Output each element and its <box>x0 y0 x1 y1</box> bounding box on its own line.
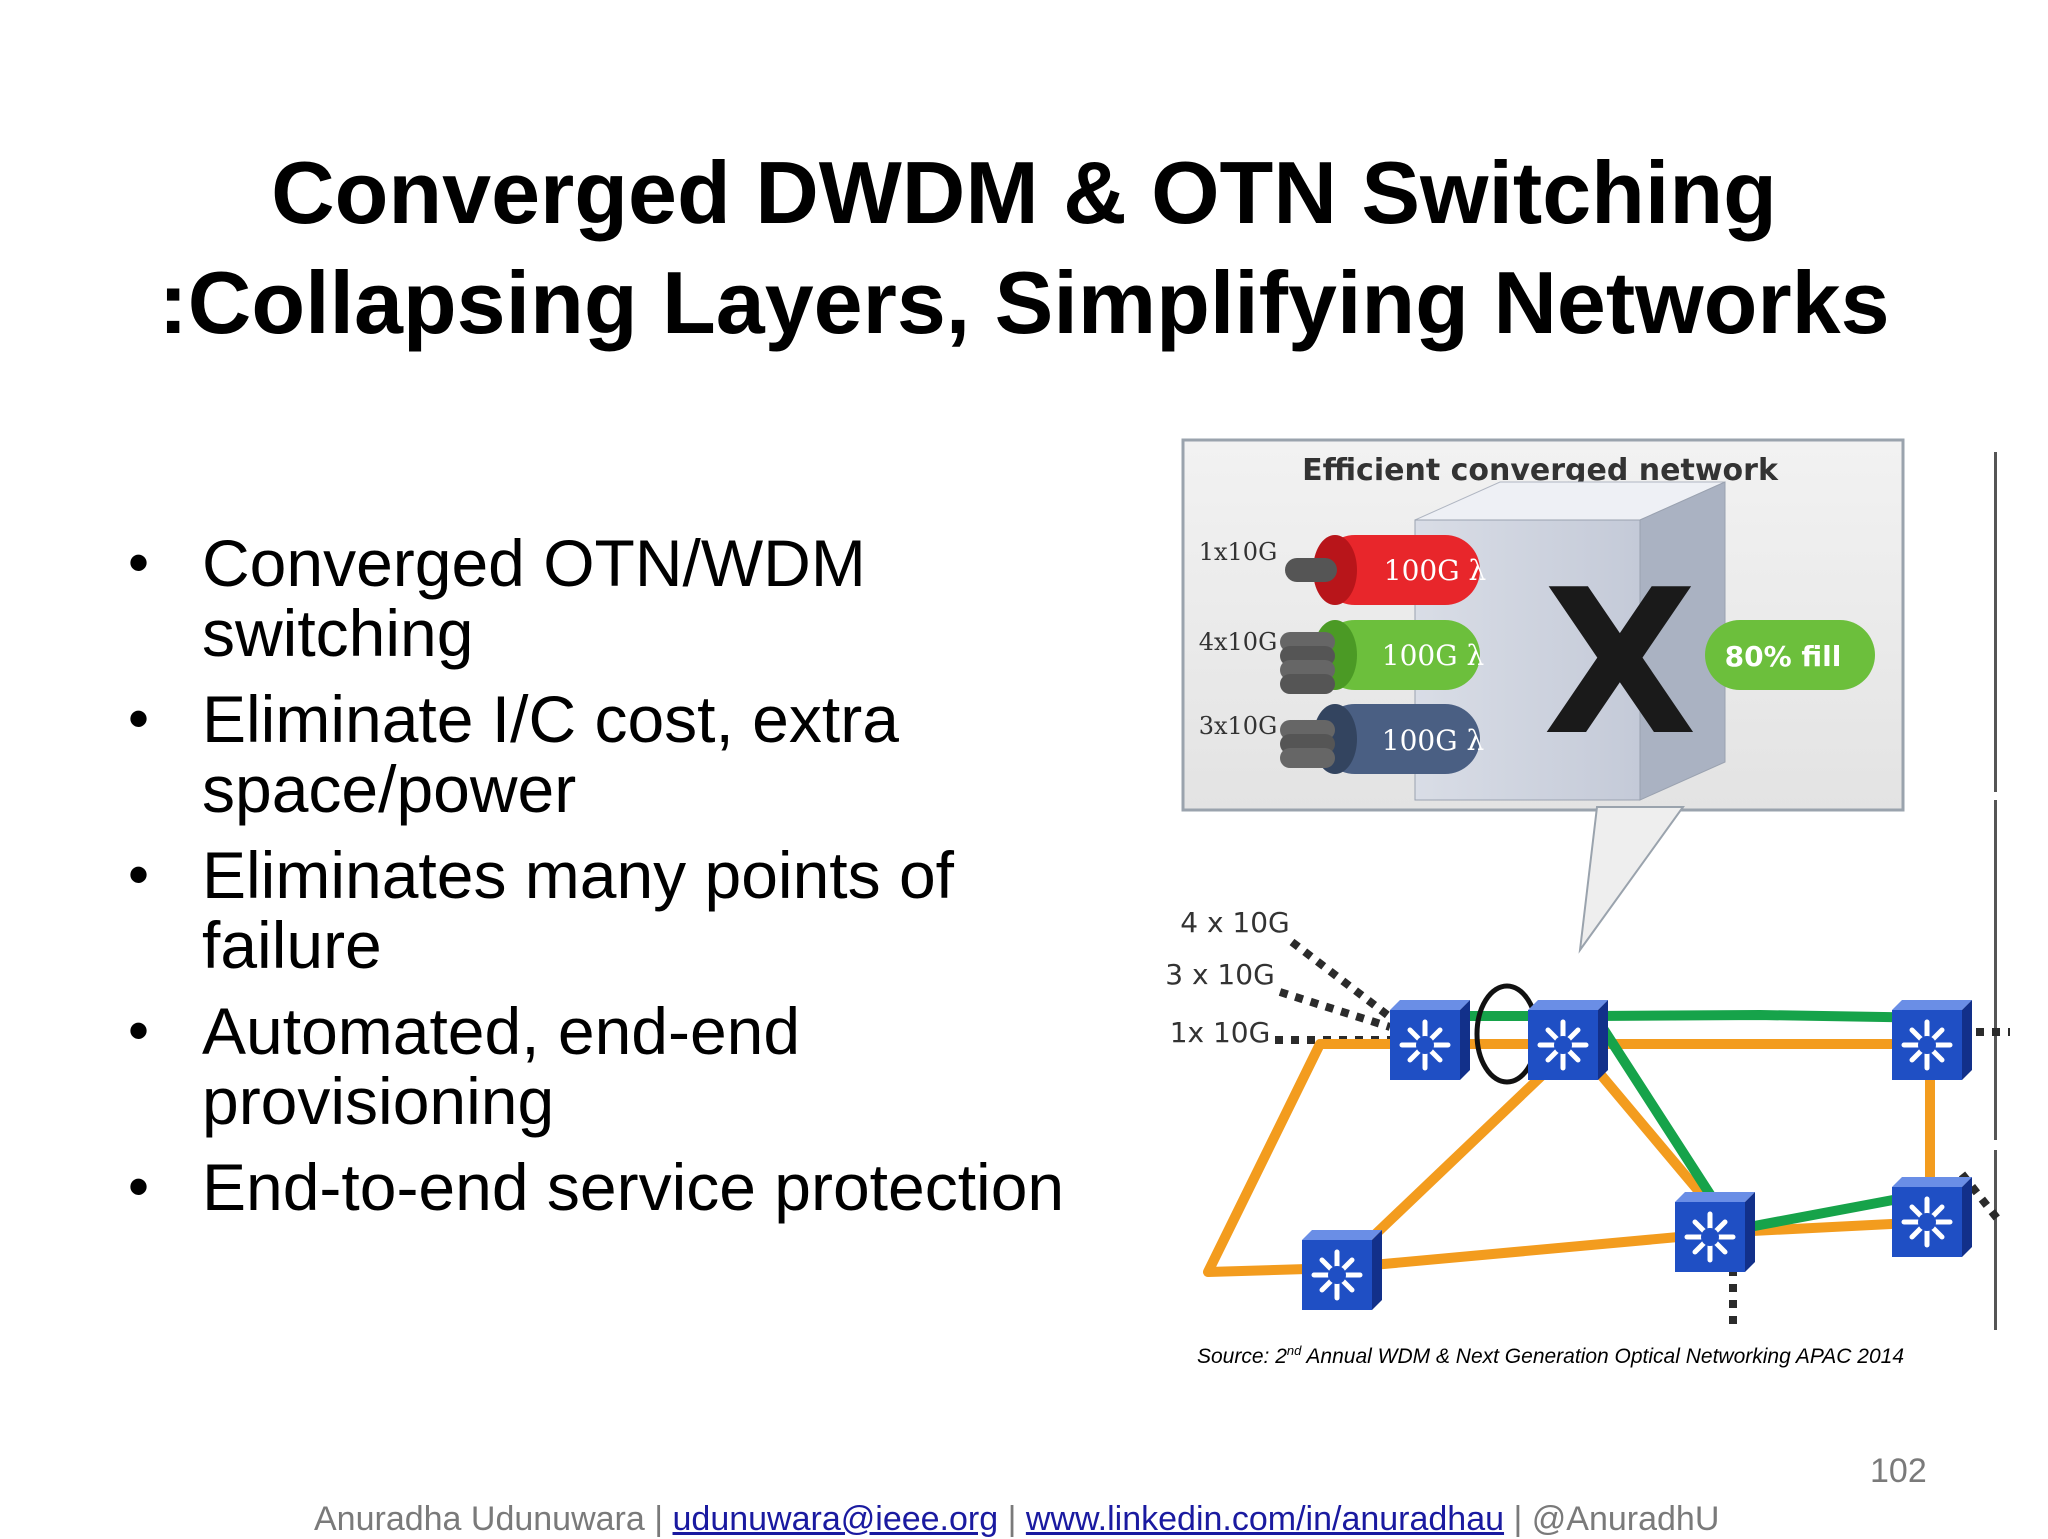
linkedin-link[interactable]: www.linkedin.com/in/anuradhau <box>1025 1500 1505 1538</box>
network-switch-icon <box>1892 1177 1972 1257</box>
bullet-item: • Automated, end-end provisioning <box>120 996 1160 1136</box>
divider <box>1994 1150 1997 1330</box>
bullet-line: provisioning <box>202 1064 555 1138</box>
divider <box>1994 800 1997 1140</box>
svg-text:100G λ: 100G λ <box>1384 554 1486 587</box>
bullet-dot: • <box>128 1153 150 1220</box>
footer: Anuradha Udunuwara | udunuwara@ieee.org … <box>314 1500 1720 1538</box>
bullet-item: • Converged OTN/WDM switching <box>120 528 1160 668</box>
network-switch-icon <box>1675 1192 1755 1272</box>
source-citation: Source: 2nd Annual WDM & Next Generation… <box>1197 1343 1905 1368</box>
bullet-line: Automated, end-end <box>202 994 801 1068</box>
bullet-dot: • <box>128 841 150 908</box>
bullet-line: space/power <box>202 752 577 826</box>
network-switch-icon <box>1302 1230 1382 1310</box>
output-fill-cylinder: 80% fill <box>1705 620 1875 690</box>
slide-title: Converged DWDM & OTN Switching :Collapsi… <box>0 138 2048 358</box>
network-switch-icon <box>1390 1000 1470 1080</box>
svg-text:80% fill: 80% fill <box>1725 640 1842 673</box>
bullet-dot: • <box>128 529 150 596</box>
bullet-dot: • <box>128 685 150 752</box>
client-label: 1x 10G <box>1170 1016 1271 1049</box>
footer-twitter: | @AnuradhU <box>1504 1500 1720 1538</box>
title-line-1: Converged DWDM & OTN Switching <box>271 143 1777 242</box>
svg-text:100G λ: 100G λ <box>1382 724 1484 757</box>
input-label: 4x10G <box>1199 628 1278 656</box>
bullet-line: Eliminates many points of <box>202 838 955 912</box>
switch-x-icon: X <box>1543 547 1697 780</box>
lambda-red-cylinder: 100G λ <box>1285 535 1486 605</box>
lambda-green-cylinder: 100G λ <box>1280 620 1484 694</box>
svg-text:100G λ: 100G λ <box>1382 639 1484 672</box>
bullet-line: failure <box>202 908 382 982</box>
client-label: 3 x 10G <box>1165 958 1275 991</box>
input-label: 1x10G <box>1199 538 1278 566</box>
bullet-dot: • <box>128 997 150 1064</box>
lambda-blue-cylinder: 100G λ <box>1280 704 1484 774</box>
bullet-line: Eliminate I/C cost, extra <box>202 682 899 756</box>
network-switch-icon <box>1892 1000 1972 1080</box>
bullet-line: Converged OTN/WDM <box>202 526 866 600</box>
bullet-list: • Converged OTN/WDM switching • Eliminat… <box>120 528 1160 1238</box>
bullet-item: • End-to-end service protection <box>120 1152 1160 1222</box>
client-label: 4 x 10G <box>1180 906 1290 939</box>
bullet-line: switching <box>202 596 474 670</box>
bullet-item: • Eliminate I/C cost, extra space/power <box>120 684 1160 824</box>
title-line-2: :Collapsing Layers, Simplifying Networks <box>158 253 1890 352</box>
bullet-item: • Eliminates many points of failure <box>120 840 1160 980</box>
network-switch-icon <box>1528 1000 1608 1080</box>
callout-pointer <box>1578 806 1685 954</box>
bullet-line: End-to-end service protection <box>202 1150 1065 1224</box>
email-link[interactable]: udunuwara@ieee.org <box>672 1500 999 1538</box>
footer-author: Anuradha Udunuwara | <box>314 1500 673 1538</box>
network-diagram: Efficient converged network X 1x10G 4x10… <box>1165 438 2010 1327</box>
divider <box>1994 452 1997 792</box>
page-number: 102 <box>1870 1452 1927 1490</box>
network-figure: Efficient converged network X 1x10G 4x10… <box>1165 432 2020 1352</box>
input-label: 3x10G <box>1199 712 1278 740</box>
